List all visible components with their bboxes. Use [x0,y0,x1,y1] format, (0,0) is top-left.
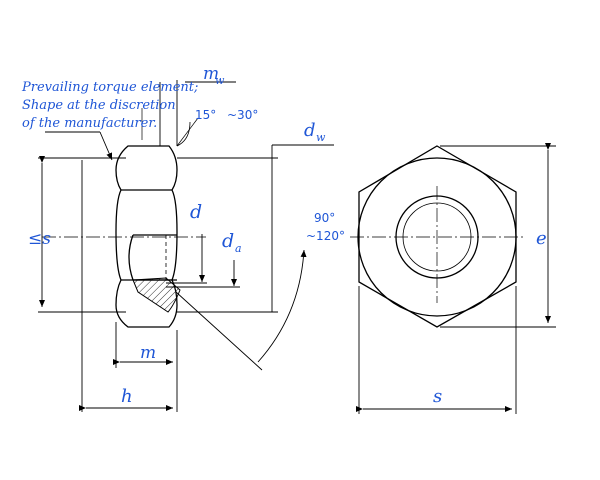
label-dw: d [304,120,316,141]
label-h: h [121,386,133,407]
label-s-bottom: s [433,386,442,407]
label-m: m [140,343,156,363]
side-view-outline [115,145,178,328]
label-mw-sub: w [215,74,225,87]
angle-30: ~30° [227,108,258,122]
angle-15: 15° [195,108,216,122]
side-view [115,145,240,328]
label-da-sub: a [235,242,242,255]
label-d: d [190,201,202,223]
note-line-2: Shape at the discretion [22,98,176,113]
end-dimension-lines [356,143,556,414]
angle-90: 90° [314,211,335,225]
bore-left-curve [128,234,134,281]
label-s-left: ≤s [28,229,51,249]
angle-120: ~120° [306,229,345,243]
side-dimension-lines [38,80,334,412]
label-e: e [536,228,547,249]
note-line-1: Prevailing torque element; [21,80,198,95]
label-dw-sub: w [316,131,326,144]
hexagon-outline [358,145,517,328]
end-centerlines [350,186,526,303]
hatched-insert [132,277,181,313]
note-line-3: of the manufacturer. [22,116,157,131]
label-mw: m [203,64,219,84]
label-da: d [222,230,234,252]
